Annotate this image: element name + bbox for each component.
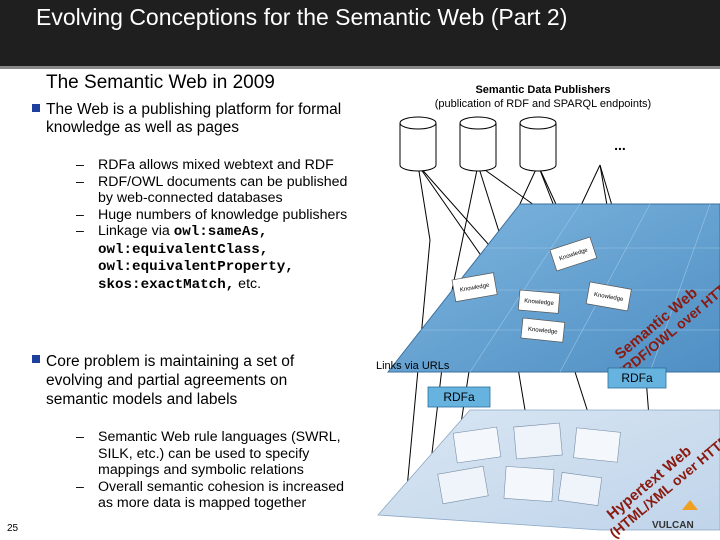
database-icon <box>400 117 436 171</box>
publishers-subtitle: (publication of RDF and SPARQL endpoints… <box>435 98 651 110</box>
web-page-thumbnail <box>574 428 621 462</box>
web-page-thumbnail <box>514 423 563 459</box>
databases <box>400 117 556 171</box>
web-page-thumbnail <box>453 427 501 463</box>
links-via-urls-label: Links via URLs <box>376 360 450 372</box>
rdfa-left-label: RDFa <box>443 390 475 404</box>
web-page-thumbnail <box>558 472 602 505</box>
web-page-thumbnail <box>504 466 554 501</box>
publishers-title: Semantic Data Publishers <box>475 84 610 96</box>
semantic-web-plane <box>388 204 720 372</box>
database-icon <box>520 117 556 171</box>
rdfa-right-label: RDFa <box>621 371 653 385</box>
ellipsis: ... <box>614 137 626 153</box>
vulcan-logo-text: VULCAN <box>652 520 694 531</box>
database-icon <box>460 117 496 171</box>
